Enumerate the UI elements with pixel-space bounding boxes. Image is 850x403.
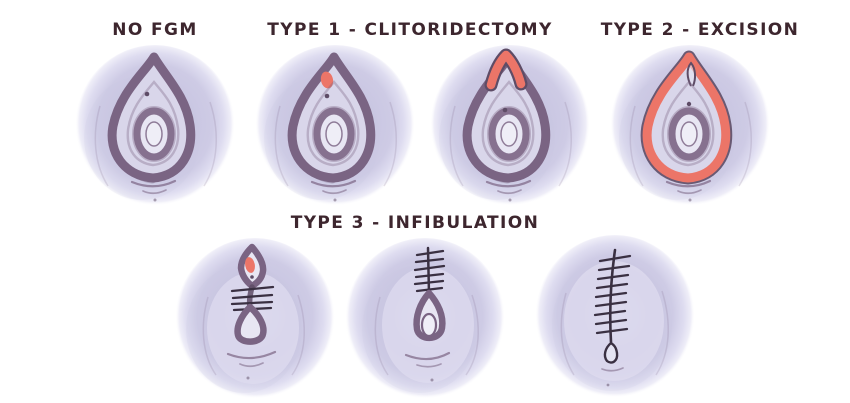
illustration-vulva-type1-clitoris-removed	[425, 40, 595, 210]
label-type1-clitoridectomy: TYPE 1 - CLITORIDECTOMY	[267, 20, 553, 40]
illustration-vulva-type3-mostly-stitched	[340, 233, 510, 403]
label-type2-excision: TYPE 2 - EXCISION	[600, 20, 800, 40]
illustration-vulva-type3-partially-stitched	[170, 233, 340, 403]
illustration-vulva-no-fgm	[70, 40, 240, 210]
illustration-vulva-type3-fully-stitched	[530, 233, 700, 403]
illustration-vulva-type2-labia-excised	[605, 40, 775, 210]
label-type3-infibulation: TYPE 3 - INFIBULATION	[290, 213, 540, 233]
label-no-fgm: NO FGM	[112, 20, 198, 40]
illustration-vulva-type1-clitoral-tip-removed	[250, 40, 420, 210]
